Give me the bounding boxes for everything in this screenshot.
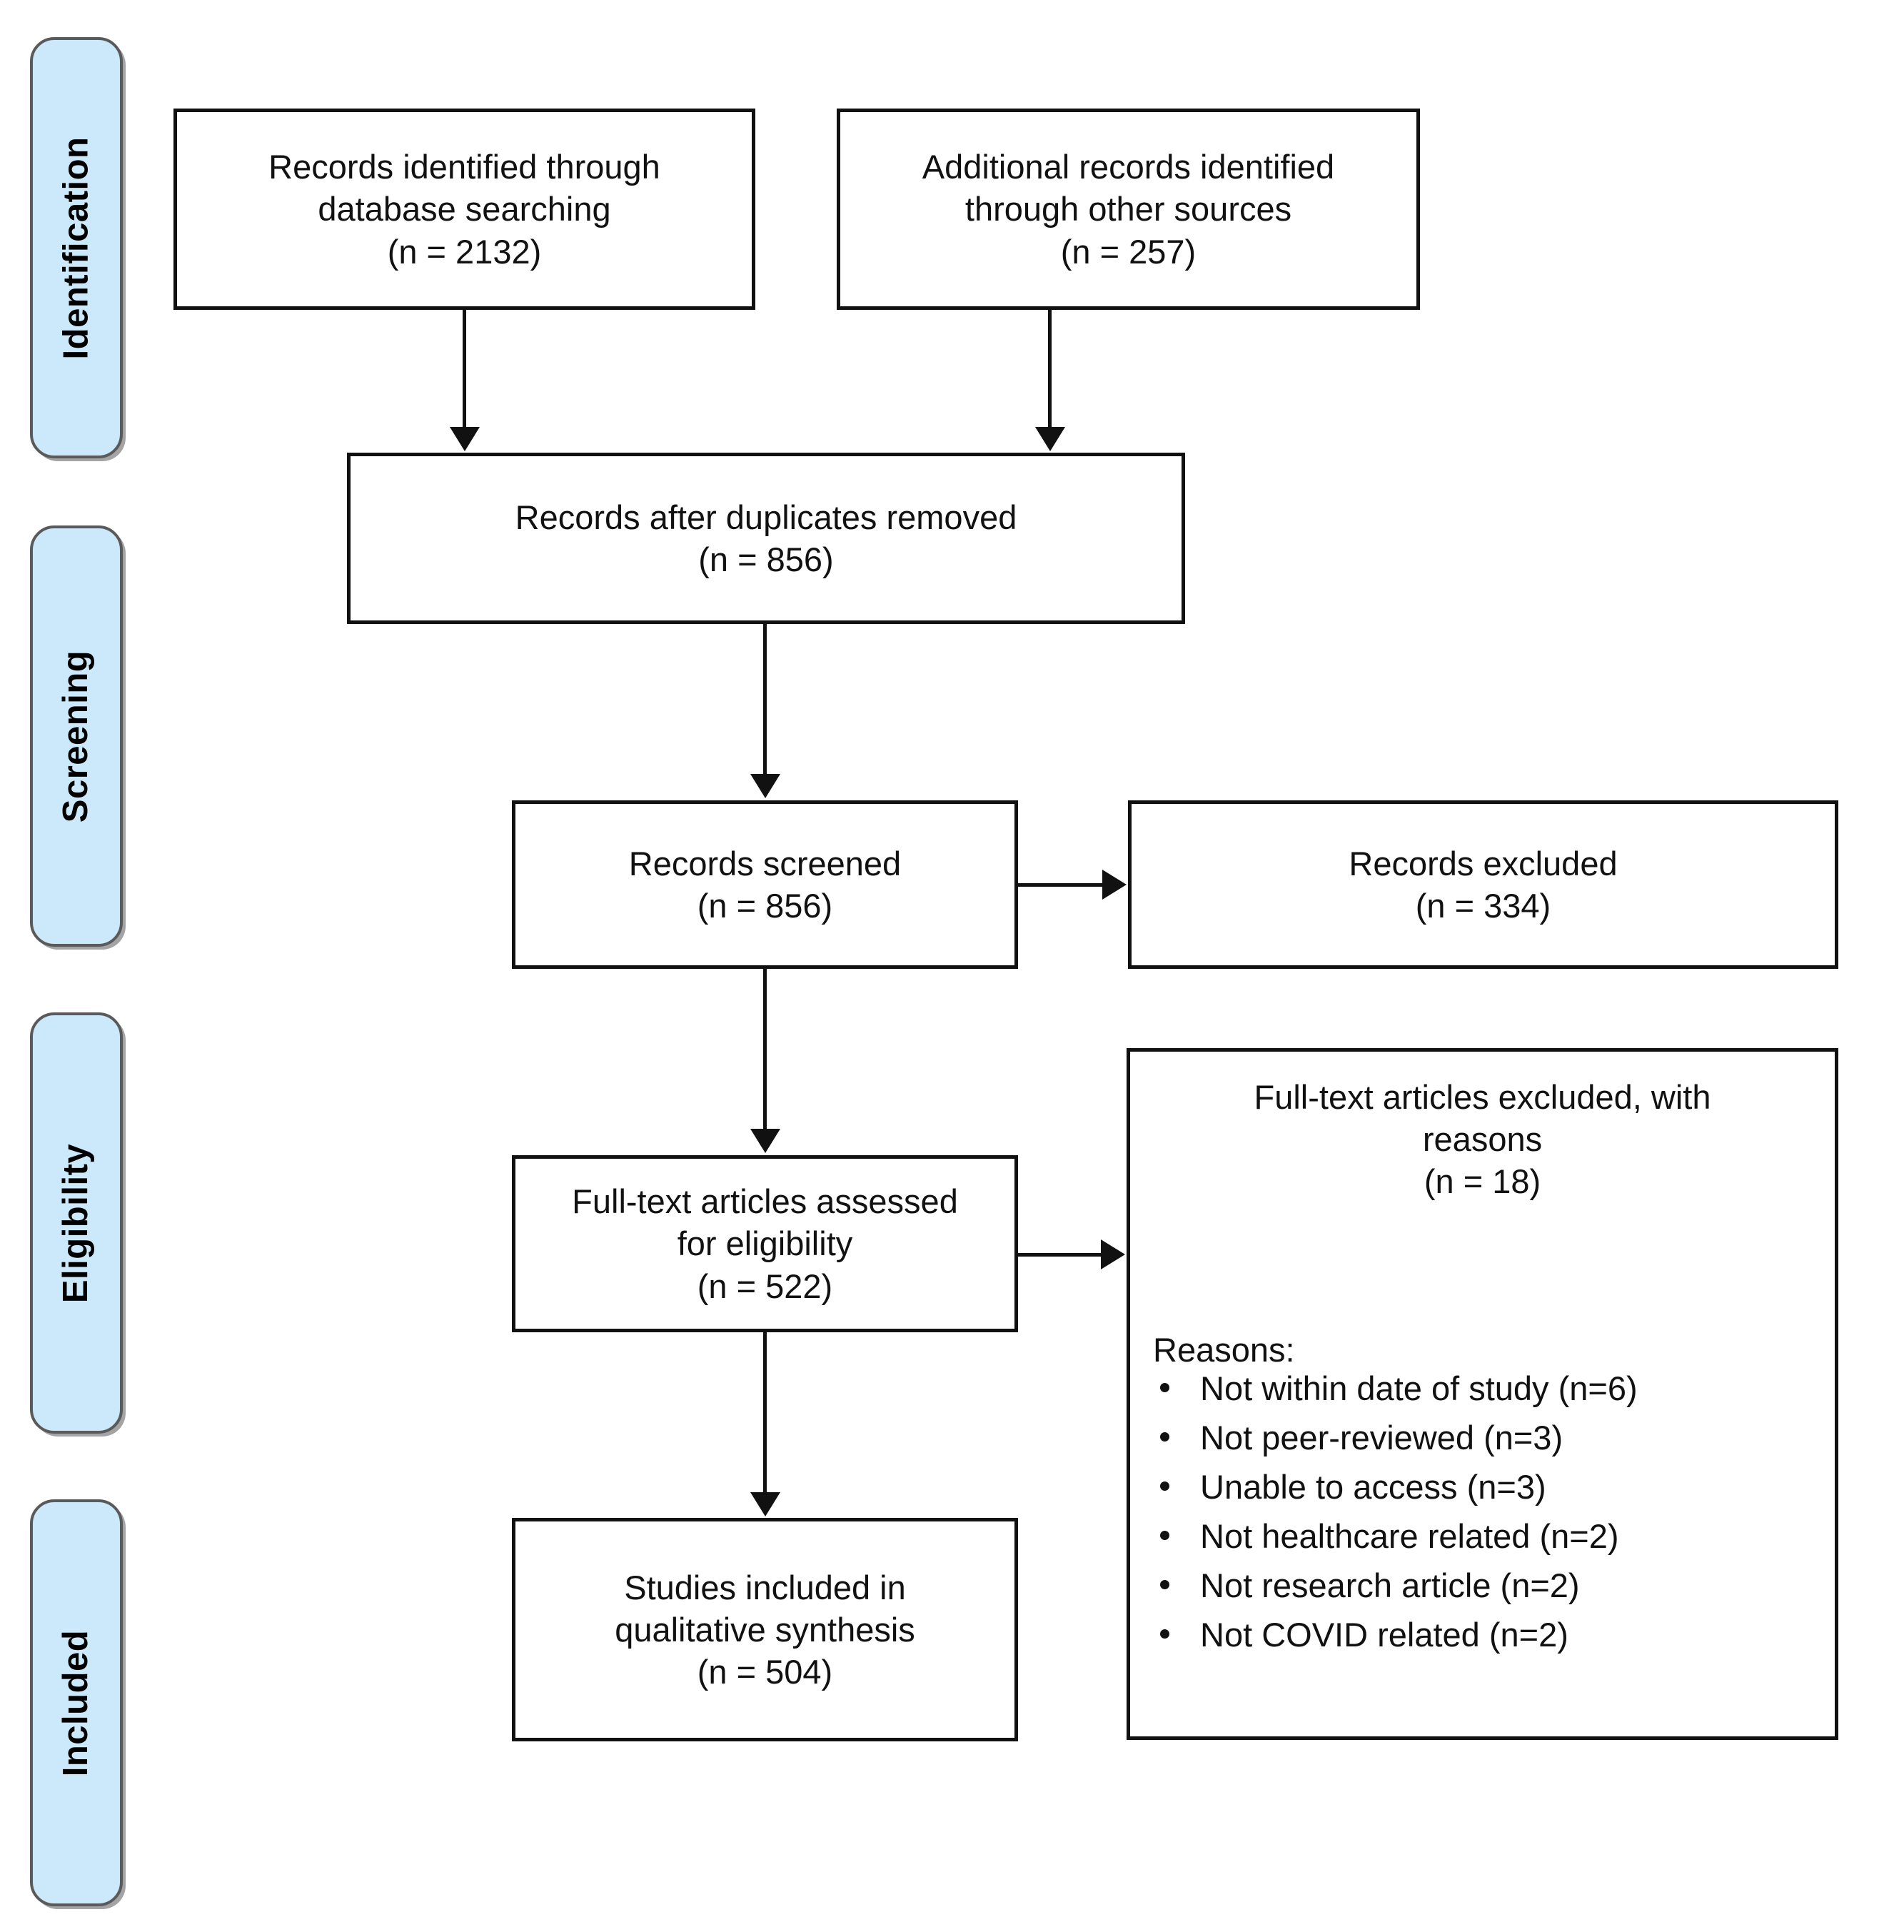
box-records-after-duplicates-removed: Records after duplicates removed (n = 85… [347, 453, 1185, 624]
box-studies-included: Studies included in qualitative synthesi… [512, 1518, 1018, 1741]
reasons-label: Reasons: [1153, 1331, 1295, 1369]
stage-label-included: Included [56, 1629, 96, 1776]
exclusion-reasons-list: Not within date of study (n=6) Not peer-… [1153, 1372, 1820, 1667]
list-item: Unable to access (n=3) [1160, 1468, 1820, 1506]
connector-fulltext-to-excluded-reasons [1018, 1253, 1102, 1257]
stage-label-eligibility: Eligibility [56, 1143, 96, 1303]
bullet-icon [1160, 1481, 1169, 1491]
stage-band-eligibility: Eligibility [30, 1012, 123, 1434]
stage-label-identification: Identification [56, 136, 96, 359]
list-item: Not research article (n=2) [1160, 1566, 1820, 1604]
stage-band-included: Included [30, 1499, 123, 1906]
arrowhead-fulltext-to-included [750, 1492, 780, 1516]
connector-fulltext-to-included [763, 1332, 767, 1494]
box-additional-records-other-sources: Additional records identified through ot… [837, 109, 1420, 310]
stage-band-screening: Screening [30, 525, 123, 947]
connector-screened-to-excluded [1018, 883, 1104, 887]
connector-screened-to-fulltext [763, 969, 767, 1130]
box-additional-records-other-sources-text: Additional records identified through ot… [922, 148, 1335, 271]
box-records-screened: Records screened (n = 856) [512, 800, 1018, 969]
list-item: Not peer-reviewed (n=3) [1160, 1419, 1820, 1456]
stage-band-identification: Identification [30, 37, 123, 458]
box-records-excluded-text: Records excluded (n = 334) [1349, 844, 1618, 925]
box-records-identified-database-text: Records identified through database sear… [268, 148, 660, 271]
box-fulltext-articles-assessed: Full-text articles assessed for eligibil… [512, 1155, 1018, 1332]
arrowhead-duplicates-to-screened [750, 774, 780, 798]
arrowhead-fulltext-to-excluded-reasons [1101, 1239, 1125, 1269]
box-studies-included-text: Studies included in qualitative synthesi… [615, 1568, 915, 1691]
reason-text: Unable to access (n=3) [1200, 1468, 1546, 1506]
box-records-after-duplicates-removed-text: Records after duplicates removed (n = 85… [515, 498, 1017, 578]
reason-text: Not research article (n=2) [1200, 1566, 1580, 1604]
box-records-excluded: Records excluded (n = 334) [1128, 800, 1838, 969]
box-fulltext-articles-excluded-with-reasons: Full-text articles excluded, with reason… [1127, 1048, 1838, 1740]
arrowhead-other-sources-to-duplicates [1035, 427, 1065, 451]
box-fulltext-excluded-head-text: Full-text articles excluded, with reason… [1254, 1078, 1711, 1201]
bullet-icon [1160, 1432, 1169, 1442]
reason-text: Not COVID related (n=2) [1200, 1616, 1568, 1654]
bullet-icon [1160, 1580, 1169, 1589]
arrowhead-database-to-duplicates [450, 427, 480, 451]
stage-label-screening: Screening [56, 650, 96, 822]
reason-text: Not within date of study (n=6) [1200, 1369, 1638, 1407]
arrowhead-screened-to-excluded [1102, 870, 1127, 900]
arrowhead-screened-to-fulltext [750, 1129, 780, 1153]
list-item: Not healthcare related (n=2) [1160, 1517, 1820, 1555]
list-item: Not within date of study (n=6) [1160, 1369, 1820, 1407]
bullet-icon [1160, 1629, 1169, 1639]
reason-text: Not peer-reviewed (n=3) [1200, 1419, 1563, 1456]
box-fulltext-articles-assessed-text: Full-text articles assessed for eligibil… [572, 1182, 958, 1305]
list-item: Not COVID related (n=2) [1160, 1616, 1820, 1654]
connector-other-sources-to-duplicates [1048, 310, 1052, 428]
box-records-screened-text: Records screened (n = 856) [628, 844, 902, 925]
bullet-icon [1160, 1531, 1169, 1540]
box-records-identified-database: Records identified through database sear… [173, 109, 755, 310]
connector-duplicates-to-screened [763, 624, 767, 775]
connector-database-to-duplicates [463, 310, 466, 428]
reason-text: Not healthcare related (n=2) [1200, 1517, 1619, 1555]
bullet-icon [1160, 1383, 1169, 1392]
